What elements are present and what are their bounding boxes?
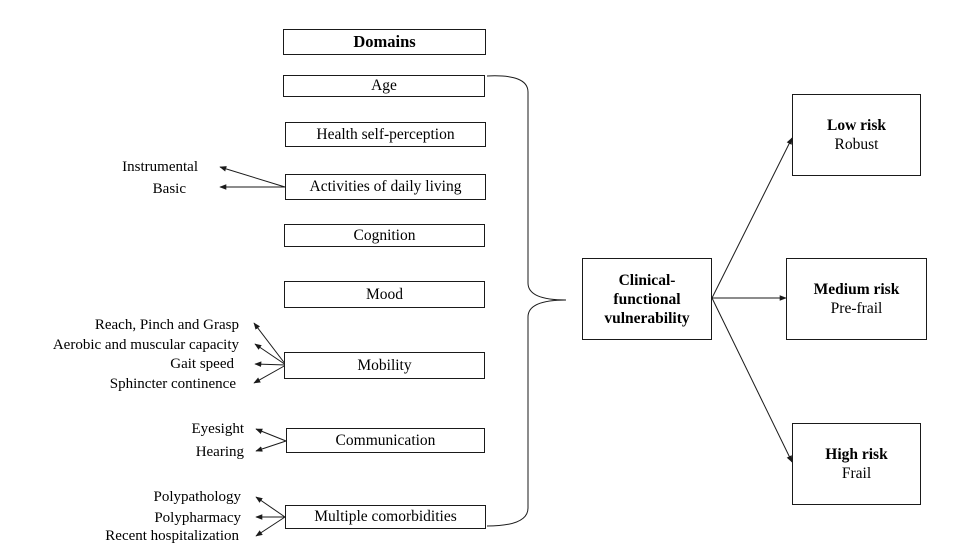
medium-risk-label: Pre-frail: [830, 300, 883, 317]
arrow-hearing: [255, 440, 287, 452]
arrow-gait: [254, 361, 287, 368]
low-risk-title: Low risk: [827, 117, 886, 134]
sub-sphincter-continence: Sphincter continence: [109, 376, 236, 392]
sub-polypharmacy: Polypharmacy: [154, 510, 241, 526]
high-risk-title: High risk: [825, 446, 888, 463]
arrow-instrumental: [219, 166, 286, 188]
domains-header: Domains: [283, 29, 486, 55]
arrow-polypathology: [255, 496, 286, 518]
sub-polypathology: Polypathology: [153, 489, 241, 505]
arrow-hospitalization: [255, 516, 286, 537]
domain-age: Age: [283, 75, 485, 97]
clinical-functional-vulnerability: Clinical- functional vulnerability: [582, 258, 712, 340]
low-risk-label: Robust: [834, 136, 879, 153]
domain-activities-of-daily-living: Activities of daily living: [285, 174, 486, 200]
sub-reach-pinch-grasp: Reach, Pinch and Grasp: [94, 317, 239, 333]
outcome-low-risk: Low risk Robust: [792, 94, 921, 176]
sub-instrumental: Instrumental: [122, 159, 198, 175]
sub-gait-speed: Gait speed: [170, 356, 234, 372]
sub-recent-hospitalization: Recent hospitalization: [105, 528, 239, 544]
high-risk-label: Frail: [841, 465, 872, 482]
domain-multiple-comorbidities: Multiple comorbidities: [285, 505, 486, 529]
domain-mobility: Mobility: [284, 352, 485, 379]
center-line-2: functional: [613, 290, 681, 308]
sub-hearing: Hearing: [195, 444, 244, 460]
sub-basic: Basic: [152, 181, 186, 197]
center-line-3: vulnerability: [604, 309, 690, 327]
domains-bracket: [486, 75, 567, 527]
outcome-high-risk: High risk Frail: [792, 423, 921, 505]
outcome-medium-risk: Medium risk Pre-frail: [786, 258, 927, 340]
domain-mood: Mood: [284, 281, 485, 308]
domain-cognition: Cognition: [284, 224, 485, 247]
arrow-aerobic: [254, 343, 287, 366]
arrow-high-risk: [711, 297, 793, 463]
arrow-low-risk: [711, 137, 793, 299]
arrow-eyesight: [255, 428, 287, 442]
center-line-1: Clinical-: [618, 271, 676, 289]
domain-communication: Communication: [286, 428, 485, 453]
domain-health-self-perception: Health self-perception: [285, 122, 486, 147]
arrow-sphincter: [253, 364, 287, 384]
sub-eyesight: Eyesight: [191, 421, 245, 437]
sub-aerobic-muscular: Aerobic and muscular capacity: [52, 337, 239, 353]
arrow-reach: [253, 322, 287, 366]
medium-risk-title: Medium risk: [813, 281, 900, 298]
